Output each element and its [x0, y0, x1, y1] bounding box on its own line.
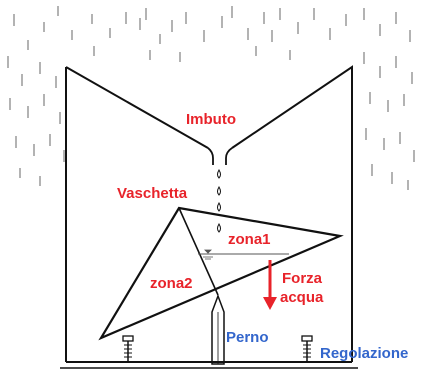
- funnel-label: Imbuto: [186, 111, 236, 128]
- zone1-label: zona1: [228, 231, 271, 248]
- adjustment-screw-icon: [122, 335, 134, 362]
- water-drop-icon: [217, 169, 221, 233]
- gauge-housing: [65, 65, 353, 362]
- down-arrow-icon: [263, 260, 277, 310]
- bucket-label: Vaschetta: [117, 185, 188, 202]
- funnel-spout: [207, 147, 233, 165]
- water-level-symbol: [203, 249, 213, 260]
- rain-streaks: [7, 6, 415, 190]
- pivot-label: Perno: [226, 329, 269, 346]
- zone2-label: zona2: [150, 275, 193, 292]
- tipping-bucket: [98, 206, 344, 341]
- adjustment-label: Regolazione: [320, 345, 408, 362]
- adjustment-screw-icon: [301, 335, 313, 362]
- water-force-label-line1: Forza: [282, 270, 323, 287]
- water-force-label-line2: acqua: [280, 289, 324, 306]
- bucket-divider: [178, 207, 219, 296]
